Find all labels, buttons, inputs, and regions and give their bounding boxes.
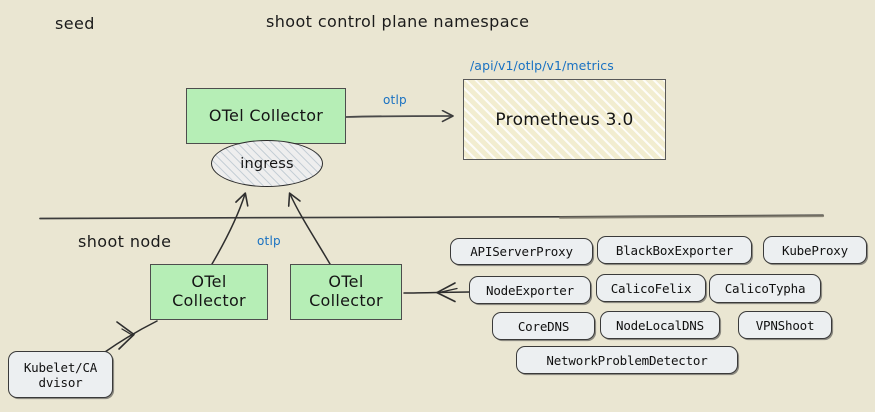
edge-label-otlp-node: otlp bbox=[257, 234, 281, 248]
node-scrape-target-nodeexporter[interactable]: NodeExporter bbox=[469, 276, 591, 304]
node-label: VPNShoot bbox=[755, 317, 815, 333]
node-label-line2: dvisor bbox=[38, 374, 83, 390]
node-otel-collector-node-left[interactable]: OTel Collector bbox=[150, 264, 268, 320]
node-otel-collector-node-right[interactable]: OTel Collector bbox=[290, 264, 402, 320]
node-scrape-target-kubeproxy[interactable]: KubeProxy bbox=[763, 236, 867, 264]
node-label-line2: Collector bbox=[172, 291, 246, 310]
edge-right-node-collector-to-ingress bbox=[287, 192, 331, 265]
node-label-line1: Kubelet/CA bbox=[23, 359, 98, 375]
prometheus-api-path-label: /api/v1/otlp/v1/metrics bbox=[470, 58, 614, 73]
node-label: ingress bbox=[240, 155, 294, 172]
node-label: APIServerProxy bbox=[470, 244, 573, 259]
edge-label-otlp-prometheus: otlp bbox=[383, 93, 407, 107]
zone-label-seed: seed bbox=[55, 14, 95, 33]
node-scrape-target-apiserverproxy[interactable]: APIServerProxy bbox=[450, 238, 593, 265]
zone-divider-line bbox=[39, 214, 825, 220]
node-scrape-target-coredns[interactable]: CoreDNS bbox=[492, 312, 595, 340]
node-label-line1: OTel bbox=[191, 272, 227, 292]
node-label: NodeExporter bbox=[486, 282, 574, 298]
node-label-line1: OTel bbox=[328, 272, 364, 292]
node-scrape-target-calicotypha[interactable]: CalicoTypha bbox=[709, 274, 821, 303]
edge-left-node-collector-to-ingress bbox=[211, 192, 249, 265]
node-label: OTel Collector bbox=[208, 105, 324, 125]
node-label-line2: Collector bbox=[309, 291, 383, 310]
zone-label-shoot-control-plane: shoot control plane namespace bbox=[266, 12, 530, 31]
edge-scrape-targets-to-right-collector bbox=[403, 282, 471, 303]
node-kubelet-cadvisor[interactable]: Kubelet/CA dvisor bbox=[8, 351, 113, 398]
node-label: CalicoTypha bbox=[724, 281, 806, 296]
node-scrape-target-blackboxexporter[interactable]: BlackBoxExporter bbox=[597, 236, 752, 264]
edge-kubelet-to-left-collector bbox=[104, 320, 158, 353]
node-ingress[interactable]: ingress bbox=[211, 140, 323, 187]
node-prometheus[interactable]: Prometheus 3.0 bbox=[463, 79, 666, 160]
node-label: NetworkProblemDetector bbox=[546, 352, 708, 368]
node-scrape-target-vpnshoot[interactable]: VPNShoot bbox=[738, 311, 832, 339]
node-label: KubeProxy bbox=[782, 242, 848, 258]
node-label: CalicoFelix bbox=[610, 280, 692, 296]
node-label: CoreDNS bbox=[517, 318, 570, 334]
node-scrape-target-networkproblemdetector[interactable]: NetworkProblemDetector bbox=[516, 346, 738, 374]
edge-seed-collector-to-prometheus bbox=[345, 116, 452, 117]
node-label: NodeLocalDNS bbox=[616, 317, 704, 333]
node-otel-collector-seed[interactable]: OTel Collector bbox=[186, 88, 346, 144]
node-label: Prometheus 3.0 bbox=[495, 109, 634, 130]
zone-label-shoot-node: shoot node bbox=[78, 232, 172, 251]
node-label: BlackBoxExporter bbox=[615, 242, 734, 258]
node-scrape-target-calicofelix[interactable]: CalicoFelix bbox=[596, 274, 706, 302]
node-scrape-target-nodelocaldns[interactable]: NodeLocalDNS bbox=[600, 311, 720, 339]
